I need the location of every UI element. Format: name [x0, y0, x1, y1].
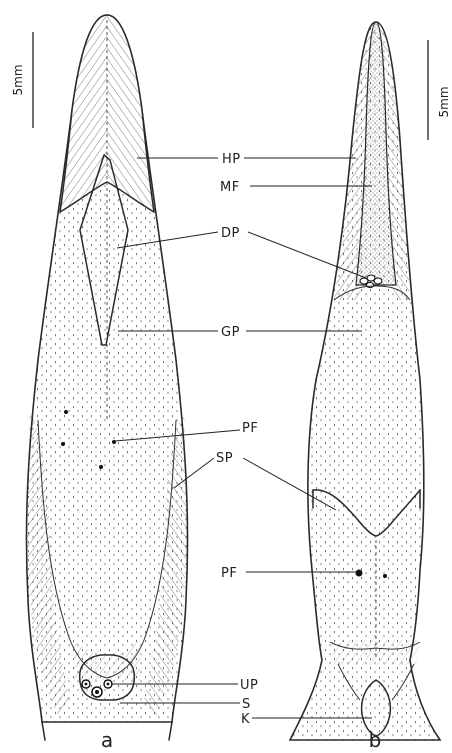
pore-dot	[64, 410, 68, 414]
label-mf: MF	[220, 180, 240, 195]
label-gp: GP	[221, 325, 240, 340]
label-hp: HP	[222, 152, 241, 167]
panel-label-b: b	[369, 728, 382, 752]
pore-dot	[356, 570, 363, 577]
specimen-a	[26, 15, 187, 740]
label-dp: DP	[221, 226, 240, 241]
label-sp: SP	[216, 451, 233, 466]
specimen-b	[290, 22, 440, 740]
label-pf-a: PF	[242, 421, 258, 436]
pore-dot	[99, 465, 103, 469]
label-pf-b: PF	[221, 566, 237, 581]
scale-bar-b: 5mm	[428, 40, 451, 140]
label-up: UP	[240, 678, 258, 693]
pore-dot	[61, 442, 65, 446]
pore-dot	[383, 574, 387, 578]
scale-bar-a: 5mm	[11, 32, 33, 128]
scale-bar-a-label: 5mm	[11, 64, 25, 95]
scale-bar-b-label: 5mm	[437, 86, 451, 117]
panel-label-a: a	[101, 728, 113, 752]
label-s: S	[242, 697, 251, 712]
label-k: K	[241, 712, 250, 727]
